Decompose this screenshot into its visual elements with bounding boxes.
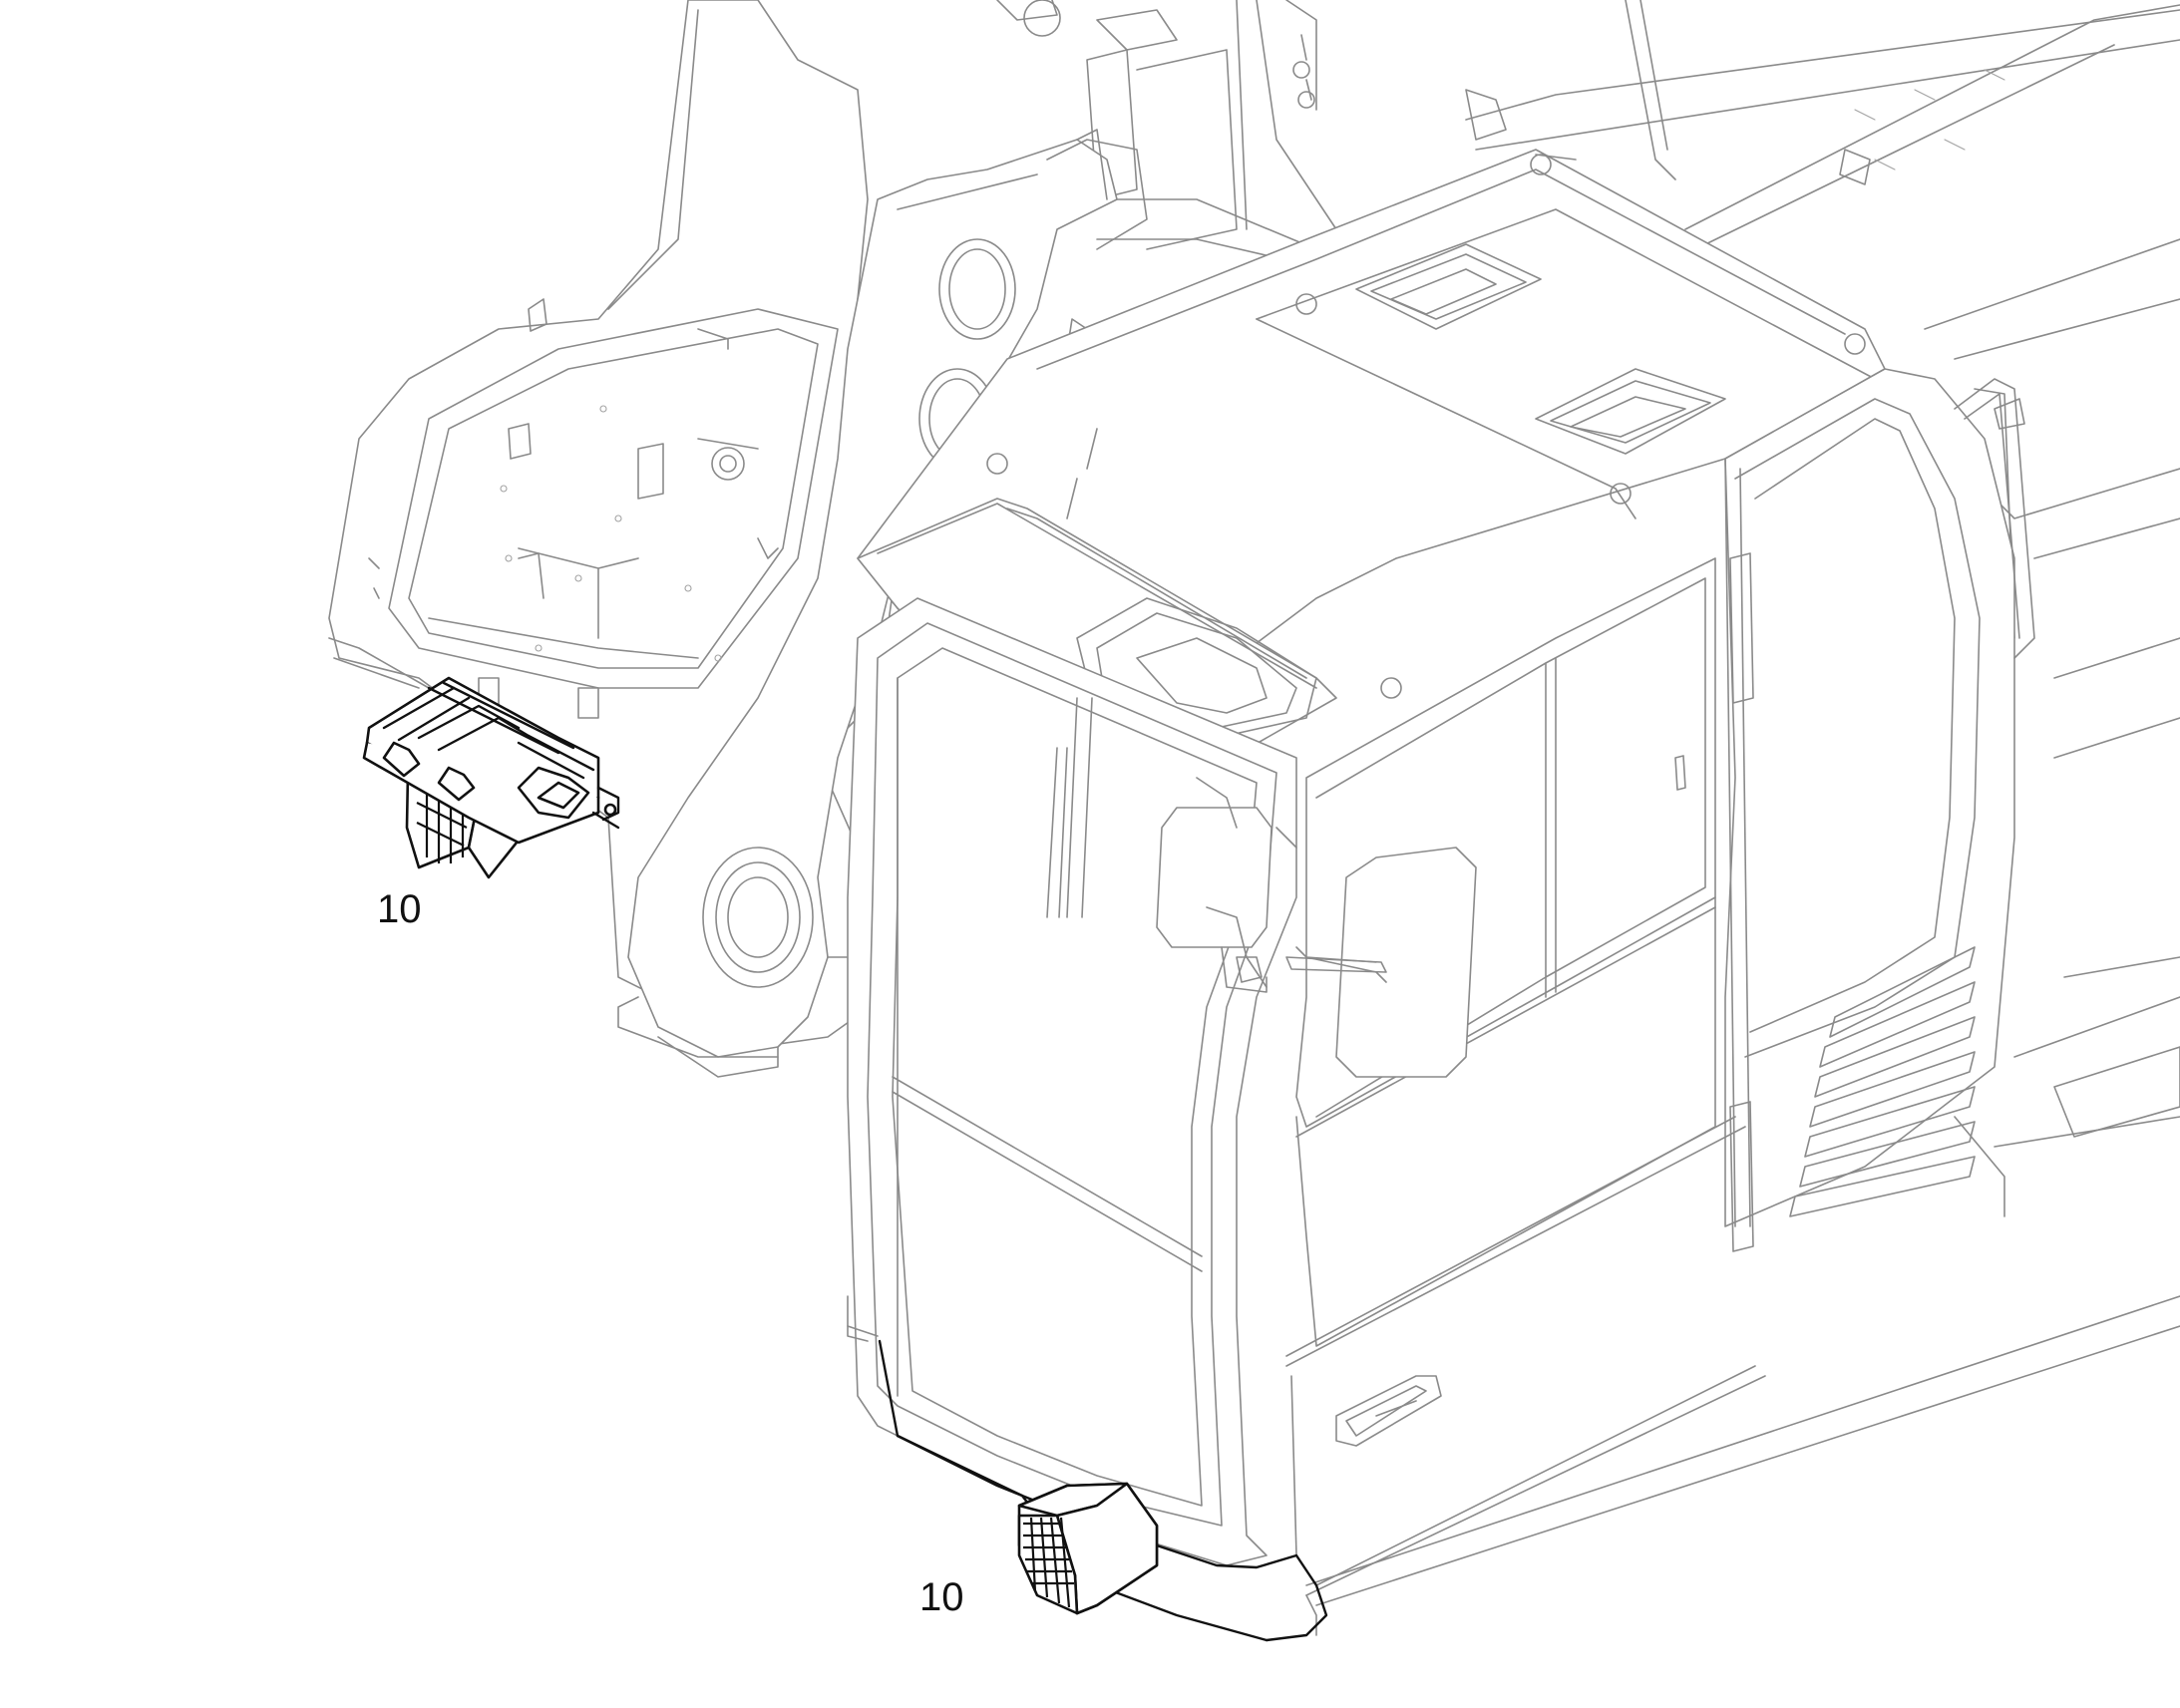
cab-context — [847, 149, 2035, 1636]
step-lower-mesh — [1023, 1517, 1074, 1608]
step-part-lower[interactable] — [1017, 1482, 1159, 1615]
callout-label-upper-step: 10 — [377, 887, 422, 931]
callout-label-lower-step: 10 — [919, 1575, 964, 1619]
upper-frame-context — [1305, 0, 2180, 1606]
upper-mount-context — [996, 0, 1337, 250]
step-part-upper[interactable] — [362, 676, 620, 879]
